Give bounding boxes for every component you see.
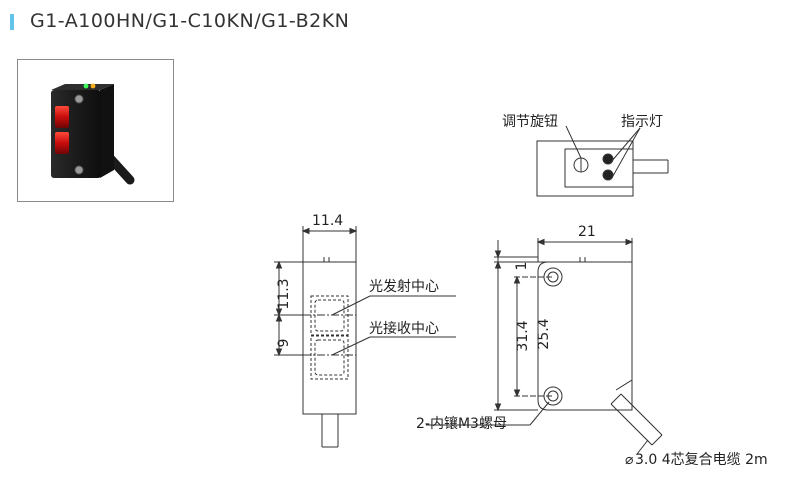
receiver-lens: [55, 132, 69, 154]
top-offset-dimension: 1: [514, 262, 530, 271]
hole-spacing-dimension: 25.4: [536, 318, 552, 349]
side-width-dimension: 21: [578, 224, 596, 240]
front-view: [274, 226, 456, 448]
receiver-offset-dimension: 9: [276, 339, 292, 348]
product-photo: [17, 59, 174, 202]
receiver-center-label: 光接收中心: [369, 320, 439, 337]
emitter-lens: [55, 106, 69, 128]
title-accent-bar: [10, 14, 14, 30]
adjust-knob-label: 调节旋钮: [502, 114, 558, 130]
height-total-dimension: 31.4: [515, 320, 531, 351]
sensor-photo-illustration: [51, 83, 135, 185]
cable-label: 3.0 4芯复合电缆 2m: [635, 451, 768, 468]
page-title: G1-A100HN/G1-C10KN/G1-B2KN: [30, 10, 350, 32]
diameter-symbol: ⌀: [625, 452, 634, 468]
front-width-dimension: 11.4: [312, 213, 343, 229]
emitter-center-label: 光发射中心: [369, 279, 439, 295]
side-view: [426, 238, 663, 455]
nut-label: 2-内镶M3螺母: [416, 415, 507, 432]
indicator-light-label: 指示灯: [621, 114, 663, 130]
emitter-offset-dimension: 11.3: [276, 278, 292, 309]
top-view: [536, 125, 669, 197]
